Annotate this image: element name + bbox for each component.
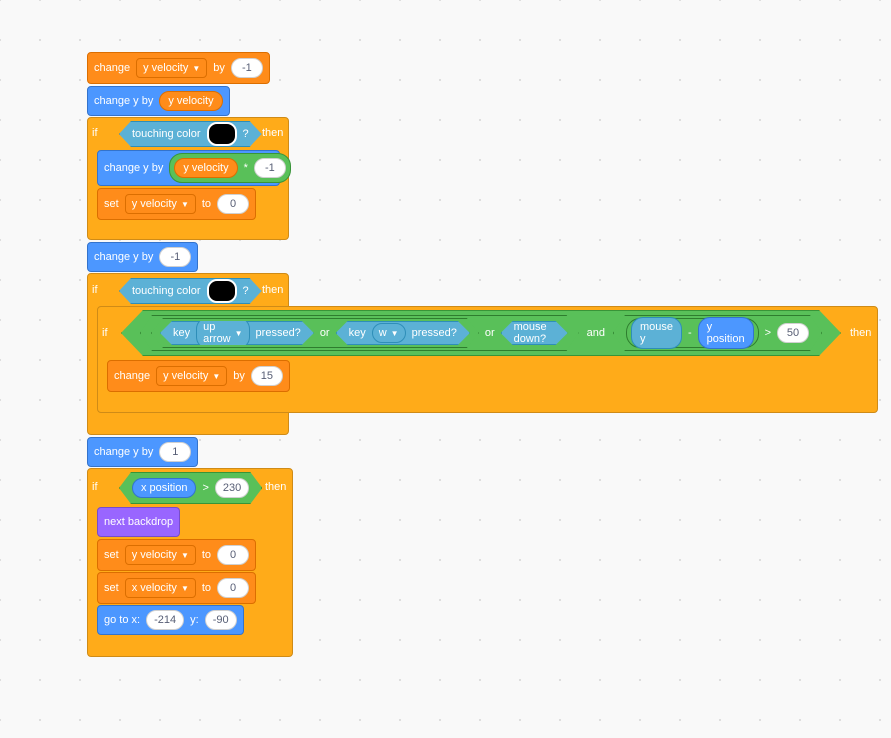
key-label: key bbox=[348, 327, 366, 339]
change-y-label: change y by bbox=[94, 446, 154, 458]
number-input[interactable]: -90 bbox=[204, 610, 237, 630]
greater-than-sign: > bbox=[202, 482, 209, 494]
number-input[interactable]: 0 bbox=[217, 545, 250, 565]
greater-than-operator[interactable]: mouse y - y position > 50 bbox=[613, 315, 822, 351]
set-var-block[interactable]: set x velocity▼ to 0 bbox=[97, 572, 257, 604]
by-label: by bbox=[233, 370, 245, 382]
change-y-block[interactable]: change y by y velocity * -1 bbox=[97, 150, 291, 186]
key-dropdown[interactable]: up arrow▼ bbox=[196, 317, 249, 349]
to-label: to bbox=[201, 549, 212, 561]
change-y-label: change y by bbox=[94, 251, 154, 263]
set-label: set bbox=[104, 198, 119, 210]
greater-than-operator[interactable]: x position > 230 bbox=[119, 472, 262, 504]
question-mark: ? bbox=[242, 128, 249, 140]
color-swatch[interactable] bbox=[207, 122, 237, 146]
pressed-label: pressed? bbox=[411, 327, 457, 339]
key-dropdown[interactable]: w▼ bbox=[372, 323, 406, 343]
number-input[interactable]: -1 bbox=[230, 58, 263, 78]
change-y-block[interactable]: change y by y velocity bbox=[87, 86, 230, 116]
if-label: if bbox=[92, 127, 98, 139]
color-swatch[interactable] bbox=[207, 279, 237, 303]
caret-down-icon: ▼ bbox=[390, 328, 399, 338]
x-position-reporter[interactable]: x position bbox=[132, 478, 196, 498]
key-pressed-boolean[interactable]: key up arrow▼ pressed? bbox=[160, 321, 314, 345]
y-position-reporter[interactable]: y position bbox=[698, 317, 754, 349]
or-label: or bbox=[319, 327, 330, 339]
if-label: if bbox=[102, 327, 108, 339]
next-backdrop-label: next backdrop bbox=[104, 516, 174, 528]
then-label: then bbox=[850, 327, 872, 339]
touching-color-boolean[interactable]: touching color ? bbox=[119, 121, 262, 147]
greater-than-sign: > bbox=[764, 327, 771, 339]
change-y-block[interactable]: change y by 1 bbox=[87, 437, 199, 467]
caret-down-icon: ▼ bbox=[234, 328, 243, 338]
y-velocity-reporter[interactable]: y velocity bbox=[174, 158, 238, 178]
question-mark: ? bbox=[242, 285, 249, 297]
or-operator[interactable]: key up arrow▼ pressed? or key w▼ pressed… bbox=[151, 318, 479, 348]
multiply-operator[interactable]: y velocity * -1 bbox=[169, 153, 291, 183]
number-input[interactable]: 15 bbox=[250, 366, 283, 386]
to-label: to bbox=[201, 582, 212, 594]
multiply-sign: * bbox=[243, 162, 248, 174]
if-label: if bbox=[92, 284, 98, 296]
and-operator[interactable]: key up arrow▼ pressed? or key w▼ pressed… bbox=[121, 310, 841, 356]
variable-dropdown[interactable]: x velocity▼ bbox=[124, 578, 196, 598]
key-pressed-boolean[interactable]: key w▼ pressed? bbox=[336, 321, 470, 345]
change-var-block[interactable]: change y velocity▼ by -1 bbox=[87, 52, 270, 84]
caret-down-icon: ▼ bbox=[192, 63, 201, 73]
change-y-label: change y by bbox=[104, 162, 164, 174]
set-var-block[interactable]: set y velocity▼ to 0 bbox=[97, 539, 257, 571]
y-label: y: bbox=[190, 614, 199, 626]
to-label: to bbox=[201, 198, 212, 210]
and-label: and bbox=[586, 327, 605, 339]
mouse-down-boolean[interactable]: mouse down? bbox=[501, 321, 568, 345]
number-input[interactable]: 0 bbox=[217, 194, 250, 214]
go-to-x-label: go to x: bbox=[104, 614, 141, 626]
number-input[interactable]: -1 bbox=[159, 247, 192, 267]
then-label: then bbox=[262, 127, 284, 139]
or-operator[interactable]: key up arrow▼ pressed? or key w▼ pressed… bbox=[140, 315, 579, 351]
number-input[interactable]: -1 bbox=[253, 158, 286, 178]
caret-down-icon: ▼ bbox=[180, 199, 189, 209]
change-var-block[interactable]: change y velocity▼ by 15 bbox=[107, 360, 290, 392]
variable-dropdown[interactable]: y velocity▼ bbox=[124, 545, 196, 565]
number-input[interactable]: -214 bbox=[146, 610, 185, 630]
then-label: then bbox=[262, 284, 284, 296]
variable-dropdown[interactable]: y velocity▼ bbox=[136, 58, 208, 78]
number-input[interactable]: 230 bbox=[215, 478, 249, 498]
if-label: if bbox=[92, 481, 98, 493]
number-input[interactable]: 0 bbox=[217, 578, 250, 598]
go-to-xy-block[interactable]: go to x: -214 y: -90 bbox=[97, 605, 244, 635]
then-label: then bbox=[265, 481, 287, 493]
minus-sign: - bbox=[687, 327, 692, 339]
mouse-y-reporter[interactable]: mouse y bbox=[631, 317, 682, 349]
pressed-label: pressed? bbox=[255, 327, 301, 339]
change-label: change bbox=[94, 62, 131, 74]
change-y-block[interactable]: change y by -1 bbox=[87, 242, 199, 272]
touching-color-label: touching color bbox=[132, 285, 201, 297]
or-label: or bbox=[484, 327, 495, 339]
number-input[interactable]: 1 bbox=[159, 442, 192, 462]
number-input[interactable]: 50 bbox=[777, 323, 809, 343]
set-var-block[interactable]: set y velocity▼ to 0 bbox=[97, 188, 257, 220]
set-label: set bbox=[104, 582, 119, 594]
caret-down-icon: ▼ bbox=[180, 550, 189, 560]
variable-dropdown[interactable]: y velocity▼ bbox=[124, 194, 196, 214]
caret-down-icon: ▼ bbox=[180, 583, 189, 593]
next-backdrop-block[interactable]: next backdrop bbox=[97, 507, 181, 537]
touching-color-label: touching color bbox=[132, 128, 201, 140]
caret-down-icon: ▼ bbox=[212, 371, 221, 381]
change-y-label: change y by bbox=[94, 95, 154, 107]
by-label: by bbox=[213, 62, 225, 74]
y-velocity-reporter[interactable]: y velocity bbox=[159, 91, 223, 111]
change-label: change bbox=[114, 370, 151, 382]
subtract-operator[interactable]: mouse y - y position bbox=[626, 318, 759, 348]
key-label: key bbox=[173, 327, 191, 339]
set-label: set bbox=[104, 549, 119, 561]
touching-color-boolean[interactable]: touching color ? bbox=[119, 278, 262, 304]
variable-dropdown[interactable]: y velocity▼ bbox=[156, 366, 228, 386]
